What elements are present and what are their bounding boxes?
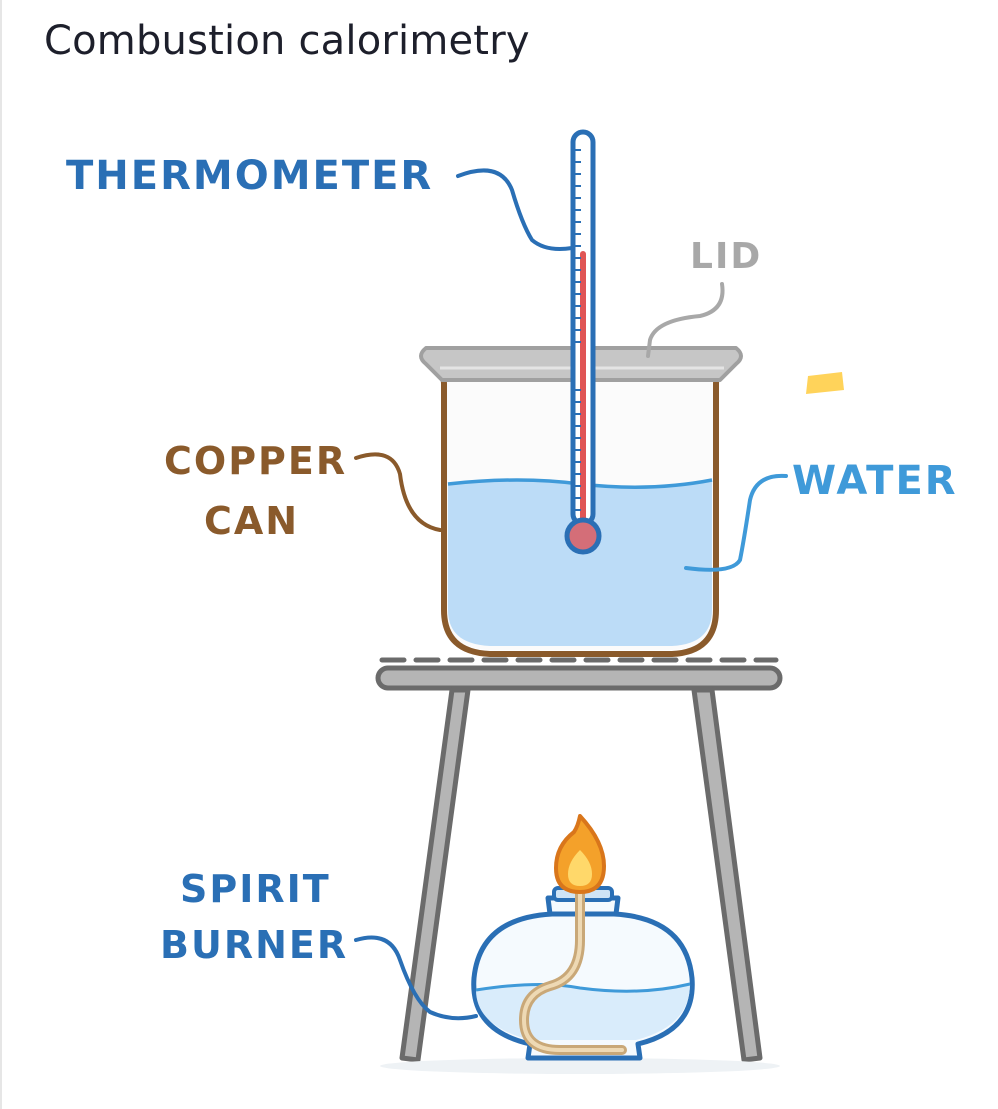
tripod-left-leg [399,687,471,1063]
thermometer-bulb [564,517,602,555]
burner-liquid [476,984,690,1040]
flame-inner [568,850,592,886]
tripod-top-bar [375,665,783,691]
burner-wick-inner [522,884,624,1052]
water-body [448,480,712,646]
copper-can-leader-line [354,452,442,532]
thermometer-leader-line [456,168,574,251]
yellow-mark [806,372,844,394]
copper-can-label-line1: COPPER [164,439,347,483]
page-title: Combustion calorimetry [44,18,530,64]
burner-liquid-line [475,982,691,993]
tripod-stand [375,657,783,1074]
thermometer [564,129,602,555]
spirit-burner [471,874,695,1061]
thermometer-label: THERMOMETER [66,153,433,199]
left-border-rule [0,0,2,1109]
water-leader-line [684,473,788,572]
spirit-burner-label-line1: SPIRIT [180,867,331,911]
floor-shadow [380,1058,780,1074]
thermometer-scale-ticks [575,149,581,511]
lid-leader-line [646,282,725,358]
lid-label: LID [690,236,762,277]
flame [554,814,606,894]
spirit-burner-label-line2: BURNER [160,923,348,967]
water-label: WATER [792,458,958,504]
tripod-right-leg [691,687,763,1063]
spirit-burner-leader-line [354,935,478,1021]
copper-can-label-line2: CAN [204,499,299,543]
